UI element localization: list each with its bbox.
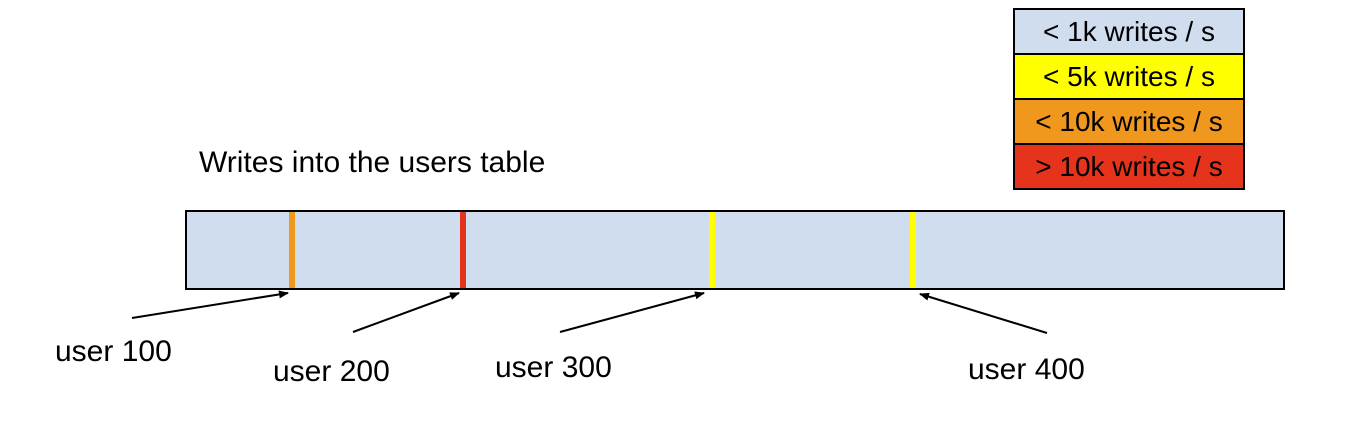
arrow-user-200: [352, 292, 460, 333]
user-400-label: user 400: [968, 353, 1085, 386]
legend-item-lt-10k: < 10k writes / s: [1013, 98, 1245, 145]
legend-item-gt-10k: > 10k writes / s: [1013, 143, 1245, 190]
legend-item-label: > 10k writes / s: [1035, 150, 1223, 182]
legend-item-label: < 1k writes / s: [1043, 15, 1215, 47]
arrow-user-100: [131, 290, 289, 319]
legend-item-label: < 5k writes / s: [1043, 60, 1215, 92]
legend-item-label: < 10k writes / s: [1035, 105, 1223, 137]
legend-item-lt-1k: < 1k writes / s: [1013, 8, 1245, 55]
users-table-bar: [185, 210, 1285, 290]
write-hotspot-tick-user-100: [289, 212, 295, 288]
arrow-user-400: [919, 292, 1048, 334]
legend: < 1k writes / s < 5k writes / s < 10k wr…: [1013, 8, 1245, 190]
legend-item-lt-5k: < 5k writes / s: [1013, 53, 1245, 100]
arrow-user-300: [559, 291, 705, 333]
user-100-label: user 100: [55, 335, 172, 368]
write-hotspot-tick-user-300: [709, 212, 715, 288]
write-hotspot-tick-user-400: [910, 212, 916, 288]
user-300-label: user 300: [495, 351, 612, 384]
diagram-title: Writes into the users table: [199, 146, 546, 179]
user-200-label: user 200: [273, 355, 390, 388]
write-hotspot-tick-user-200: [460, 212, 466, 288]
